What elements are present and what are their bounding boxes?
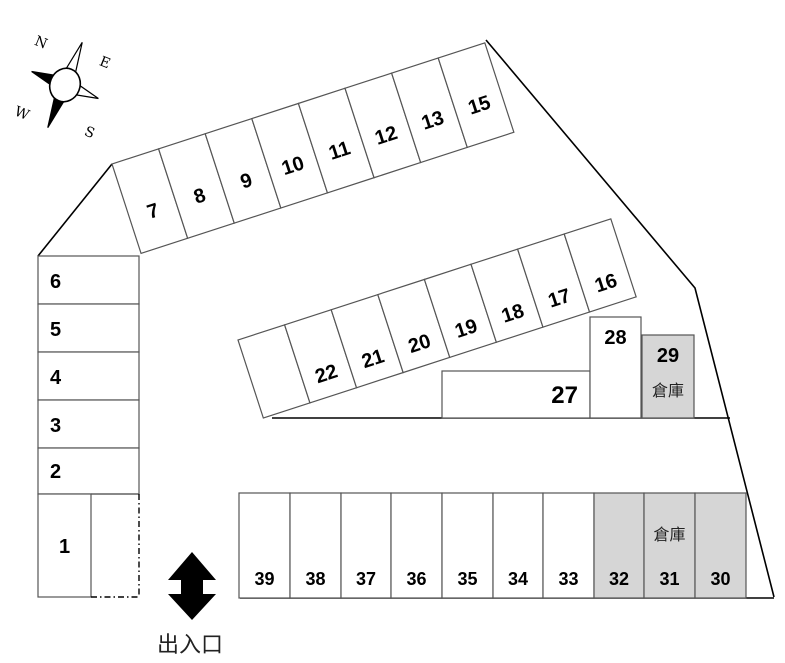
stall-39[interactable]: 39 — [238, 492, 291, 599]
storage-label: 倉庫 — [653, 525, 685, 544]
stall-28[interactable]: 28 — [589, 316, 642, 419]
stall-number: 39 — [254, 569, 274, 589]
compass-label-east: E — [97, 54, 112, 73]
stall-number: 38 — [305, 569, 325, 589]
compass-label-west: W — [12, 104, 32, 124]
stall-number: 5 — [50, 319, 61, 341]
stall-4[interactable]: 4 — [37, 351, 140, 401]
stall-number: 30 — [710, 569, 730, 589]
stall-1[interactable]: 1 — [37, 493, 92, 598]
stall-number: 3 — [50, 415, 61, 437]
stall-38[interactable]: 38 — [289, 492, 342, 599]
stall-number: 33 — [558, 569, 578, 589]
stall-number: 34 — [508, 569, 528, 589]
compass-needle-south — [47, 97, 65, 128]
stall-31-storage[interactable]: 31 — [643, 492, 696, 599]
stall-3[interactable]: 3 — [37, 399, 140, 449]
stall-16[interactable]: 16 — [563, 218, 637, 313]
stall-2[interactable]: 2 — [37, 447, 140, 495]
stall-12[interactable]: 12 — [344, 72, 422, 179]
stall-number: 28 — [604, 327, 626, 349]
stall-30-storage[interactable]: 30 — [694, 492, 747, 599]
stall-number: 27 — [551, 382, 578, 409]
stall-32-storage[interactable]: 32 — [593, 492, 645, 599]
stall-number: 2 — [50, 461, 61, 483]
boundary-right — [485, 39, 775, 598]
stall-number: 35 — [457, 569, 477, 589]
boundary-top-left — [37, 163, 113, 257]
stall-11[interactable]: 11 — [297, 87, 375, 194]
stall-37[interactable]: 37 — [340, 492, 392, 599]
storage-label: 倉庫 — [652, 381, 684, 400]
compass-label-south: S — [82, 124, 97, 142]
compass-label-north: N — [32, 33, 49, 52]
stall-10[interactable]: 10 — [251, 102, 329, 209]
compass-center — [48, 67, 82, 103]
stall-number: 32 — [609, 569, 629, 589]
stall-number: 6 — [50, 271, 61, 293]
stall-34[interactable]: 34 — [492, 492, 544, 599]
stall-number: 4 — [50, 367, 62, 389]
stall-35[interactable]: 35 — [441, 492, 494, 599]
compass-rose: N E S W — [12, 33, 112, 142]
stall-row-top: 7 8 9 10 11 12 13 15 — [111, 42, 515, 255]
stall-number: 36 — [406, 569, 426, 589]
stall-27[interactable]: 27 — [441, 370, 591, 419]
dashed-space — [91, 493, 140, 598]
stall-6[interactable]: 6 — [37, 255, 140, 305]
stall-row-middle: 22 21 20 19 18 17 16 — [237, 218, 637, 419]
compass-needle-north — [65, 42, 83, 73]
stall-number: 37 — [356, 569, 376, 589]
stall-36[interactable]: 36 — [390, 492, 443, 599]
stall-5[interactable]: 5 — [37, 303, 140, 353]
stall-row-left: 6 5 4 3 2 — [37, 255, 140, 495]
stall-8[interactable]: 8 — [157, 132, 236, 240]
entrance-label: 出入口 — [157, 633, 223, 658]
stall-29-storage[interactable]: 29 倉庫 — [641, 334, 695, 419]
stall-33[interactable]: 33 — [542, 492, 595, 599]
stall-number: 1 — [59, 536, 70, 558]
stall-15[interactable]: 15 — [437, 42, 515, 149]
stall-number: 29 — [657, 345, 679, 367]
stall-row-bottom: 39 38 37 36 35 34 33 32 31 30 倉庫 — [238, 492, 747, 599]
entrance-arrow-icon — [168, 552, 216, 620]
stall-13[interactable]: 13 — [390, 57, 469, 164]
stall-number: 31 — [659, 569, 679, 589]
